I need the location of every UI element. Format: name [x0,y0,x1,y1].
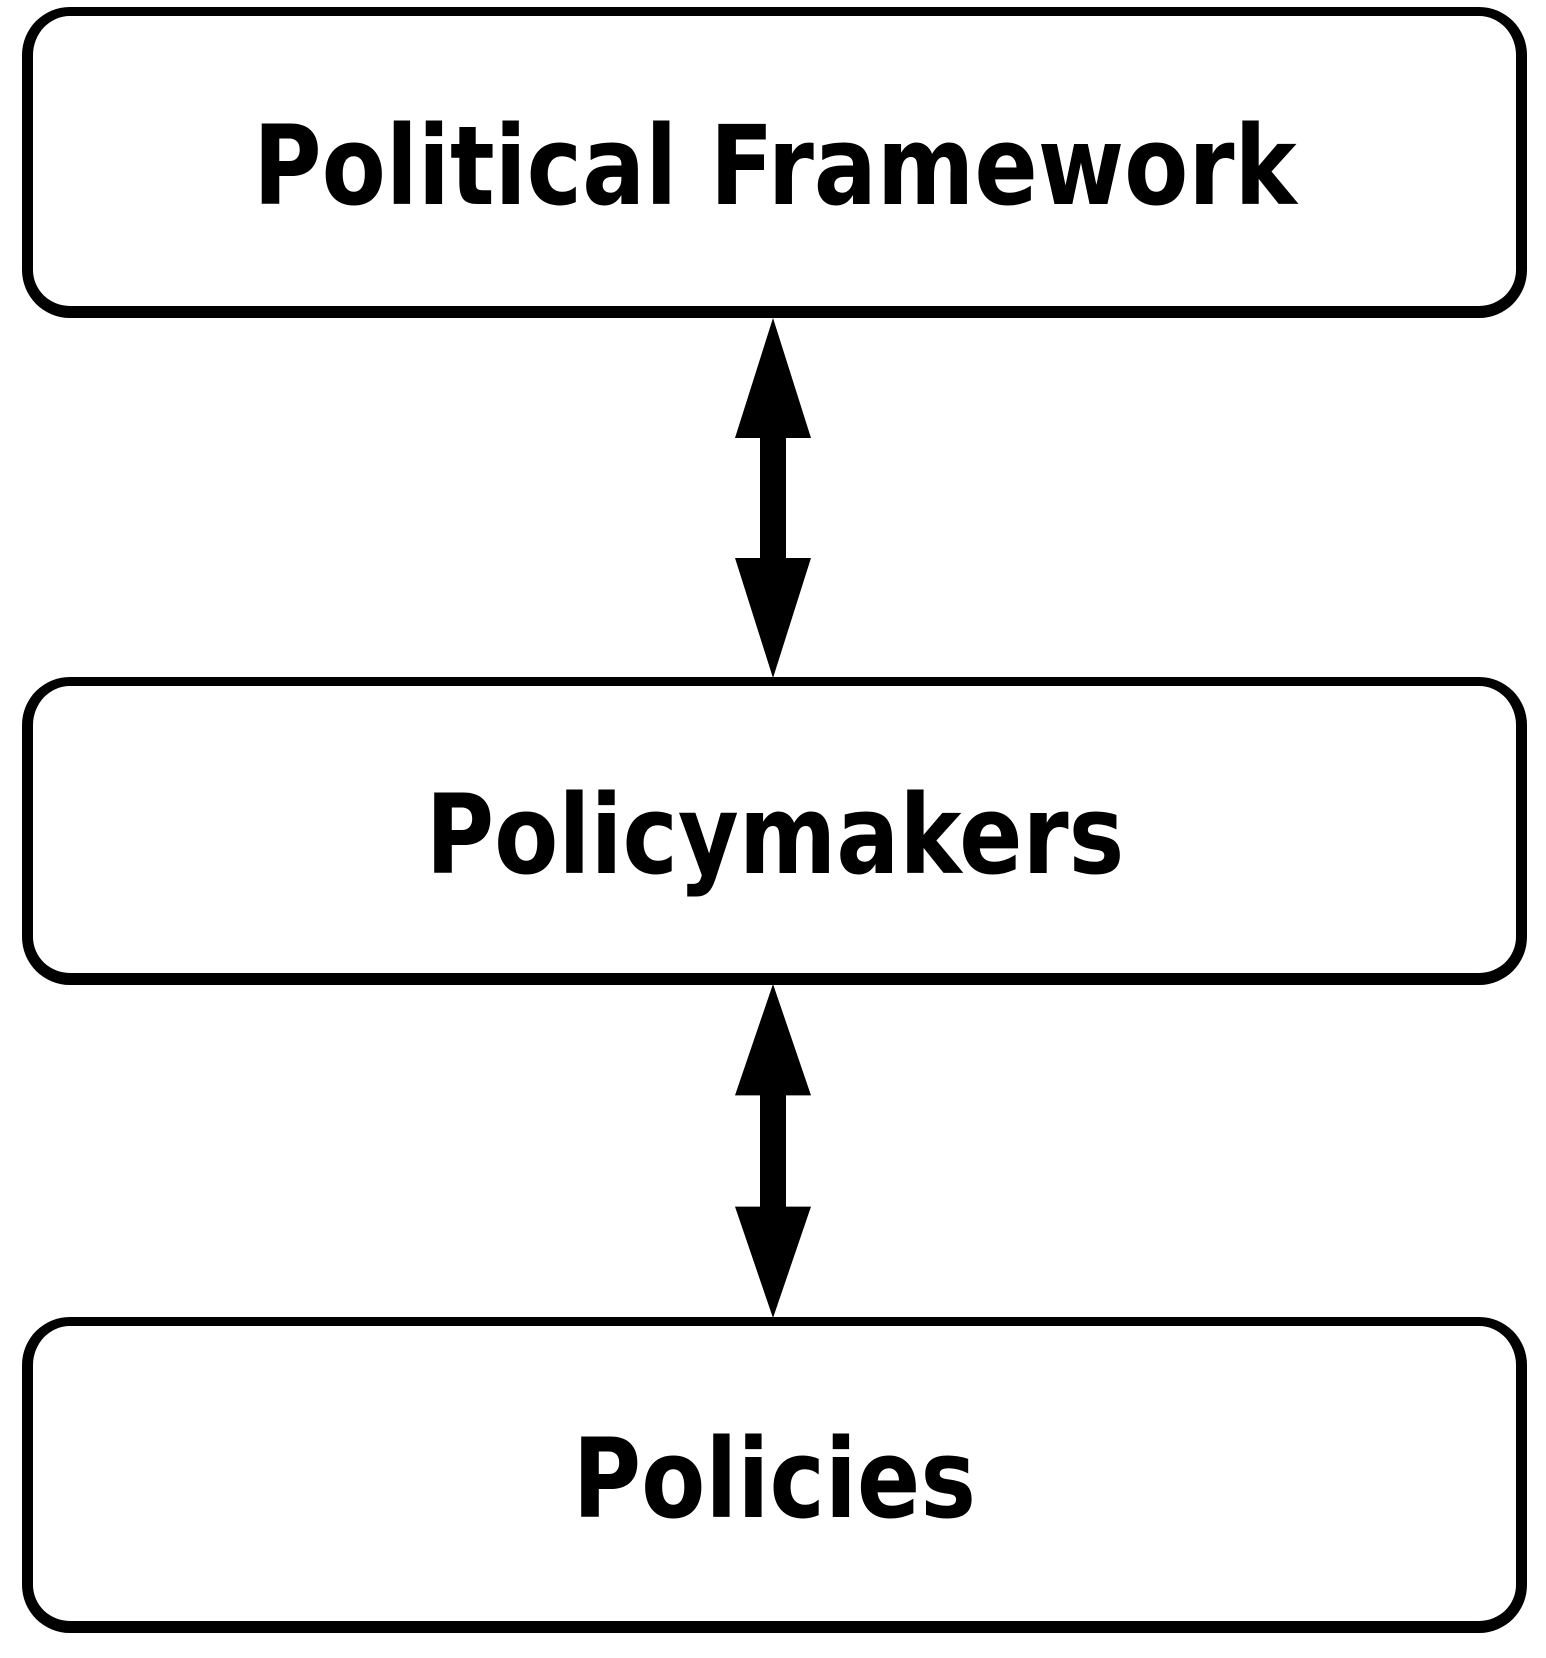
double-headed-arrow-icon [735,318,811,678]
double-arrow-connector-framework-policymakers [733,318,813,678]
node-policies: Policies [22,1317,1527,1633]
node-political-framework-label: Political Framework [252,102,1297,230]
node-policies-label: Policies [572,1414,977,1543]
node-policymakers-label: Policymakers [425,770,1124,899]
double-arrow-connector-policymakers-policies [733,984,813,1318]
double-headed-arrow-icon [735,984,811,1318]
node-policymakers: Policymakers [22,677,1527,985]
node-political-framework: Political Framework [22,7,1527,318]
